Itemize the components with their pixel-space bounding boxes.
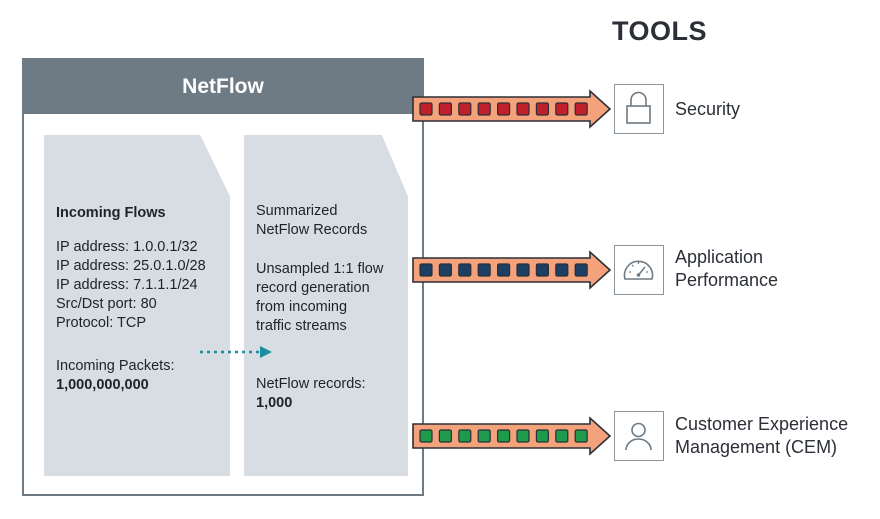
summary-desc-line: from incoming (256, 299, 348, 315)
packet-square (516, 102, 530, 116)
arrow-body (412, 250, 612, 290)
summary-heading-line: Summarized (256, 203, 338, 219)
netflow-title: NetFlow (24, 60, 422, 114)
packet-square (535, 102, 550, 116)
incoming-packets-value: 1,000,000,000 (56, 377, 149, 393)
dotted-flow-arrow (200, 346, 272, 358)
lock-icon (614, 84, 664, 134)
netflow-box: NetFlow Incoming Flows IP address: 1.0.0… (22, 58, 424, 496)
gauge-icon (614, 245, 664, 295)
tool-label-application-line: Performance (675, 270, 779, 290)
tool-label-application-line: Application (675, 247, 764, 267)
flow-line: Src/Dst port: 80 (56, 296, 157, 312)
packet-square (477, 429, 491, 443)
packet-square (458, 429, 472, 443)
security-packet-arrow (412, 89, 612, 129)
packet-square (535, 263, 550, 277)
tool-label-cem-line: Management (CEM) (675, 437, 838, 457)
packet-square (419, 263, 433, 277)
summary-desc-line: record generation (256, 280, 370, 296)
packet-square (555, 429, 569, 443)
flow-line: IP address: 1.0.0.1/32 (56, 239, 198, 255)
packet-square (574, 429, 588, 443)
tool-label-security: Security (675, 99, 741, 119)
packet-square (438, 102, 452, 116)
packet-square (516, 263, 530, 277)
summary-desc-line: Unsampled 1:1 flow (256, 261, 384, 277)
packet-square (419, 429, 433, 443)
netflow-records-label: NetFlow records: (256, 376, 366, 392)
summary-desc-line: traffic streams (256, 318, 347, 334)
arrow-body (412, 416, 612, 456)
summary-records-document (244, 135, 408, 476)
packet-square (477, 263, 491, 277)
packet-square (574, 102, 588, 116)
summary-heading-line: NetFlow Records (256, 222, 368, 238)
packet-square (535, 429, 550, 443)
packet-square (438, 429, 452, 443)
tool-label-cem-line: Customer Experience (675, 414, 849, 434)
packet-square (477, 102, 491, 116)
packet-square (438, 263, 452, 277)
packet-square (574, 263, 588, 277)
packet-square (555, 102, 569, 116)
flow-line: IP address: 25.0.1.0/28 (56, 258, 206, 274)
packet-square (496, 263, 511, 277)
packet-square (555, 263, 569, 277)
tools-title: TOOLS (612, 16, 708, 46)
application-performance-packet-arrow (412, 250, 612, 290)
packet-square (419, 102, 433, 116)
flow-line: Protocol: TCP (56, 315, 146, 331)
packet-square (458, 263, 472, 277)
incoming-flows-document (44, 135, 230, 476)
packet-square (516, 429, 530, 443)
arrow-body (412, 89, 612, 129)
user-icon (614, 411, 664, 461)
incoming-flows-heading: Incoming Flows (56, 205, 166, 221)
netflow-records-value: 1,000 (256, 395, 293, 411)
packet-square (458, 102, 472, 116)
flow-line: IP address: 7.1.1.1/24 (56, 277, 198, 293)
packet-square (496, 429, 511, 443)
cem-packet-arrow (412, 416, 612, 456)
incoming-packets-label: Incoming Packets: (56, 358, 175, 374)
packet-square (496, 102, 511, 116)
